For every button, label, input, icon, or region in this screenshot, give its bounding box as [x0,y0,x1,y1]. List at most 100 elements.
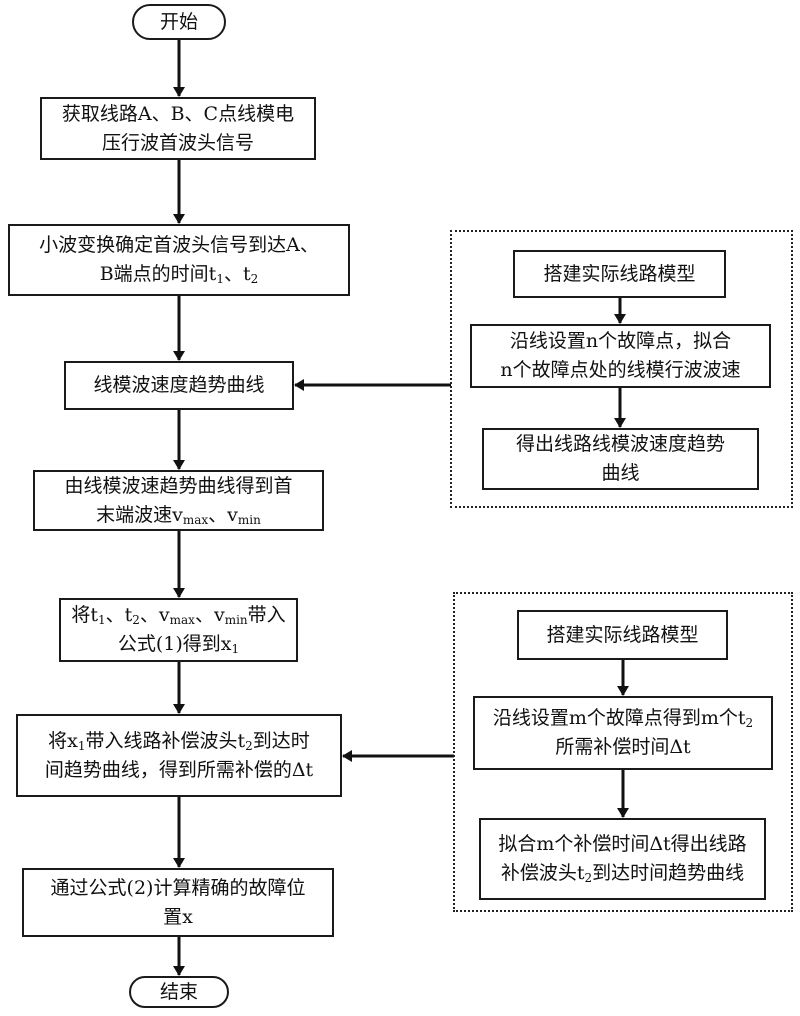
step-text-line: 公式(1)得到x1 [71,630,285,659]
g1-step3-box: 得出线路线模波速度趋势曲线 [482,428,759,490]
text-run: 通过公式(2)计算精确的故障位 [50,876,306,899]
step-text-line: 由线模波速趋势曲线得到首 [64,472,292,501]
end-label: 结束 [159,980,198,1003]
step-text-line: 将t1、t2、vmax、vmin带入 [71,601,285,630]
text-run: 得出线路线模波速度趋势 [515,433,725,455]
step2-box: 小波变换确定首波头信号到达A、 B端点的时间t1、t2 [8,224,350,296]
text-run: 间趋势曲线，得到所需补偿的Δt [44,758,314,781]
text-run: 曲线 [601,462,640,484]
end-terminal: 结束 [129,976,229,1008]
text-run: 沿线设置m个故障点得到m个t [492,707,746,729]
text-run: 、t [223,263,251,285]
step-text-line: 搭建实际线路模型 [543,260,695,289]
step-text-line: 置x [51,903,306,932]
step7-box: 通过公式(2)计算精确的故障位置x [22,868,334,937]
step-text: 获取线路A、B、C点线模电压行波首波头信号 [62,100,294,158]
step-text-line: 末端波速vmax、vmin [64,501,292,530]
step-text: 沿线设置m个故障点得到m个t2 所需补偿时间Δt [493,704,753,762]
text-run: 置x [163,905,193,928]
start-terminal: 开始 [132,4,226,40]
subscript: max [169,613,195,627]
text-run: 到达时间趋势曲线 [592,862,745,884]
subscript: 1 [231,642,240,656]
text-run: 搭建实际线路模型 [543,262,696,285]
step-text-line: 拟合m个补偿时间Δt得出线路 [498,830,746,859]
text-run: 沿线设置n个故障点，拟合 [509,330,732,352]
subscript: 2 [132,613,140,627]
text-run: 将t [71,604,98,626]
text-run: 搭建实际线路模型 [546,623,699,646]
step-text-line: 曲线 [516,459,725,488]
step-text: 搭建实际线路模型 [546,621,698,650]
step5-box: 将t1、t2、vmax、vmin带入公式(1)得到x1 [59,598,298,662]
step-text-line: 得出线路线模波速度趋势 [516,430,725,459]
text-run: 线模波速度趋势曲线 [93,374,265,396]
step3-box: 线模波速度趋势曲线 [64,361,294,410]
g1-step2-box: 沿线设置n个故障点，拟合 n个故障点处的线模行波波速 [470,324,771,388]
g2-step3-box: 拟合m个补偿时间Δt得出线路补偿波头t2到达时间趋势曲线 [479,818,766,900]
text-run: B端点的时间t [99,263,217,285]
text-run: 由线模波速趋势曲线得到首 [64,474,293,497]
group-wave-velocity [450,230,793,508]
step-text: 通过公式(2)计算精确的故障位置x [51,874,306,932]
subscript: 2 [250,272,259,286]
text-run: 带入 [247,604,286,626]
text-run: 、v [208,503,238,526]
text-run: 拟合m个补偿时间Δt得出线路 [498,833,747,855]
subscript: max [182,512,209,527]
step-text: 将t1、t2、vmax、vmin带入公式(1)得到x1 [71,601,285,659]
step6-box: 将x1带入线路补偿波头t2到达时间趋势曲线，得到所需补偿的Δt [16,714,342,797]
g1-step1-box: 搭建实际线路模型 [513,250,726,298]
step-text: 拟合m个补偿时间Δt得出线路补偿波头t2到达时间趋势曲线 [498,830,746,888]
subscript: 1 [97,613,106,627]
step-text-line: 小波变换确定首波头信号到达A、 [39,231,319,260]
text-run: 、v [194,604,225,626]
subscript: min [224,613,248,627]
text-run: n个故障点处的线模行波波速 [500,359,741,381]
step-text-line: 将x1带入线路补偿波头t2到达时 [45,727,313,756]
subscript: 2 [584,871,593,885]
step-text-line: 通过公式(2)计算精确的故障位 [51,874,306,903]
step-text-line: 间趋势曲线，得到所需补偿的Δt [45,756,313,785]
subscript: 1 [216,272,224,286]
text-run: 小波变换确定首波头信号到达A、 [39,234,319,256]
step-text-line: 线模波速度趋势曲线 [93,371,264,400]
text-run: 公式(1)得到x [117,633,232,655]
g2-step1-box: 搭建实际线路模型 [517,610,728,660]
step-text-line: n个故障点处的线模行波波速 [500,356,740,385]
g2-step2-box: 沿线设置m个故障点得到m个t2 所需补偿时间Δt [473,696,773,770]
text-run: 获取线路A、B、C点线模电 [61,102,295,125]
step-text-line: B端点的时间t1、t2 [39,260,319,289]
step-text: 线模波速度趋势曲线 [93,371,264,400]
text-run: 补偿波头t [500,862,585,884]
text-run: 末端波速v [96,503,183,526]
step-text: 搭建实际线路模型 [543,260,695,289]
step-text: 将x1带入线路补偿波头t2到达时间趋势曲线，得到所需补偿的Δt [45,727,313,785]
text-run: 、t [105,604,133,626]
text-run: 到达时 [252,729,310,752]
subscript: min [237,512,261,527]
text-run: 所需补偿时间Δt [555,736,691,758]
step-text-line: 所需补偿时间Δt [493,733,753,762]
step-text-line: 沿线设置m个故障点得到m个t2 [493,704,753,733]
step-text: 沿线设置n个故障点，拟合 n个故障点处的线模行波波速 [500,327,740,385]
step-text-line: 搭建实际线路模型 [546,621,698,650]
step-text-line: 补偿波头t2到达时间趋势曲线 [498,859,746,888]
text-run: 压行波首波头信号 [101,131,254,154]
step-text-line: 压行波首波头信号 [62,129,294,158]
group-time-compensation [453,592,793,912]
subscript: 2 [245,738,253,753]
step4-box: 由线模波速趋势曲线得到首末端波速vmax、vmin [33,470,324,531]
step-text-line: 沿线设置n个故障点，拟合 [500,327,740,356]
start-label: 开始 [159,10,198,33]
text-run: 、v [139,604,170,626]
step1-box: 获取线路A、B、C点线模电压行波首波头信号 [40,97,316,160]
step-text: 得出线路线模波速度趋势曲线 [516,430,725,488]
text-run: 将x [48,729,78,752]
step-text-line: 获取线路A、B、C点线模电 [62,100,294,129]
subscript: 2 [745,716,754,730]
step-text: 小波变换确定首波头信号到达A、 B端点的时间t1、t2 [39,231,319,289]
subscript: 1 [77,738,86,753]
step-text: 由线模波速趋势曲线得到首末端波速vmax、vmin [64,472,292,530]
text-run: 带入线路补偿波头t [85,729,246,752]
